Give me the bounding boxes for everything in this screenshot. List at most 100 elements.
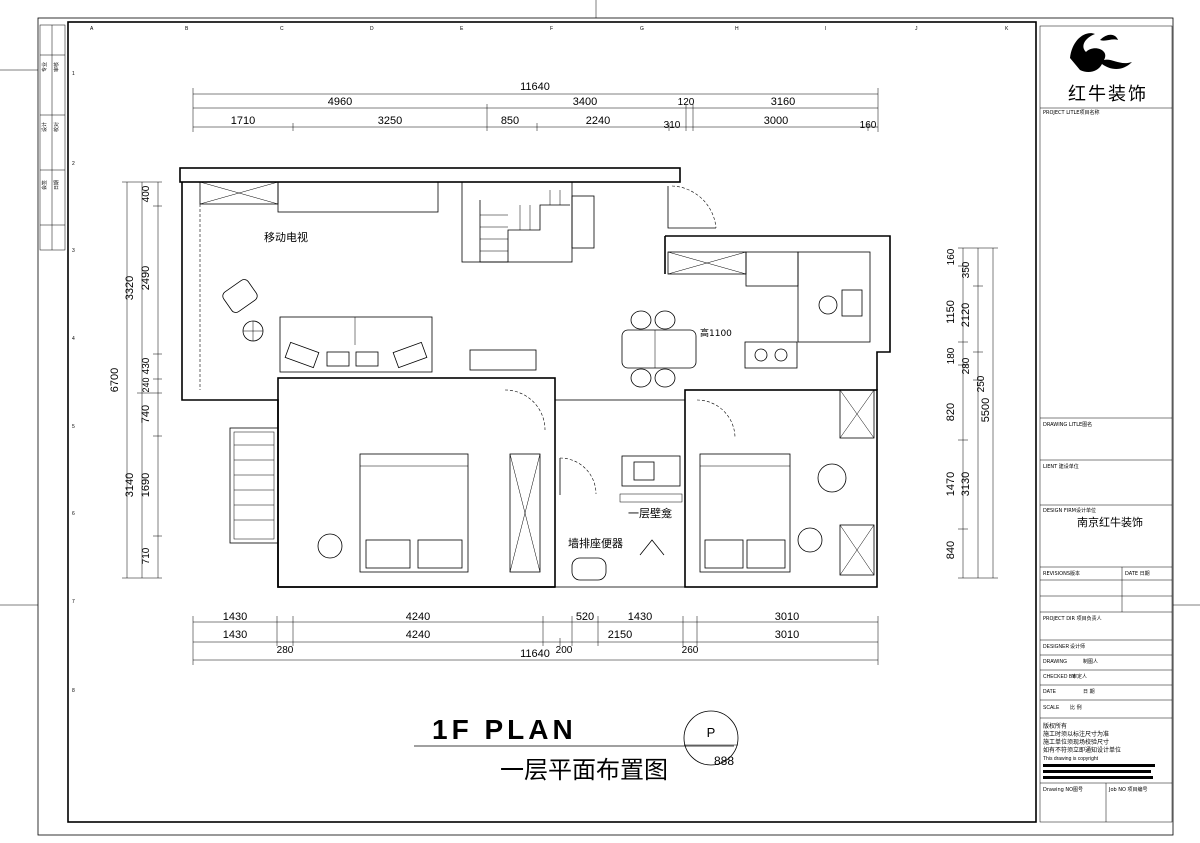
label-wall-niche: 一层壁龛	[628, 506, 672, 520]
right-dimensions: 160 1150 180 820 1470 840 350 2120 280 2…	[945, 247, 998, 579]
bed-1	[317, 389, 546, 573]
tb-date-header: DATE 日期	[1125, 571, 1150, 577]
top-dimensions: 11640 4960 3400 120 3160 1710 3250 850 2…	[192, 81, 879, 132]
dim-top-total: 11640	[520, 81, 550, 93]
grid-letter: J	[915, 26, 918, 32]
dim-label: 280	[277, 645, 294, 656]
stamp-label: 会签	[41, 180, 48, 190]
dim-label: 520	[576, 611, 594, 623]
company-name: 红牛装饰	[1068, 84, 1148, 105]
grid-letter: A	[90, 26, 94, 32]
bedroom-1	[277, 377, 556, 588]
drawing-frame	[67, 21, 1037, 823]
dim-label: 350	[961, 261, 972, 278]
grid-letter: C	[280, 26, 284, 32]
dim-label: 710	[141, 547, 152, 564]
dim-label: 2240	[586, 115, 610, 127]
tb-fineprint	[1043, 764, 1155, 767]
dim-label: 3320	[124, 276, 136, 300]
callout-number: 888	[714, 754, 734, 768]
callout-letter: P	[707, 725, 716, 740]
dim-label: 240	[141, 377, 151, 392]
grid-letter: F	[550, 26, 553, 32]
stamp-label: 日期	[54, 180, 60, 190]
dining-table	[621, 310, 697, 388]
tb-fineprint	[1043, 776, 1153, 779]
tb-scale: SCALE	[1043, 705, 1060, 711]
tb-copyright: 施工时须以标注尺寸为准	[1043, 730, 1109, 738]
dim-label: 840	[945, 541, 957, 559]
grid-number: 2	[72, 161, 75, 167]
grid-number: 1	[72, 71, 75, 77]
dim-bottom-total: 11640	[520, 648, 550, 660]
grid-number: 6	[72, 511, 75, 517]
stamp-label: 校对	[53, 122, 60, 132]
dim-label: 280	[961, 357, 972, 374]
dim-label: 740	[140, 405, 152, 423]
tb-designer: DESIGNER	[1043, 644, 1070, 650]
title-en: 1F PLAN	[432, 714, 577, 745]
plan-title: 1F PLAN 一层平面布置图 P 888	[414, 710, 739, 784]
tb-designer-cn: 设计师	[1070, 643, 1085, 650]
label-toilet: 墙排座便器	[568, 536, 623, 550]
dim-label: 120	[678, 97, 695, 108]
stamp-label: 专业	[41, 62, 48, 72]
dim-label: 3000	[764, 115, 788, 127]
tb-date: DATE	[1043, 689, 1057, 695]
dim-right-total: 5500	[980, 398, 992, 422]
entry-door-swing	[671, 185, 717, 229]
tb-drawing-title: DRAWING LITLE图名	[1043, 421, 1092, 428]
bottom-dimensions: 1430 4240 520 1430 3010 1430 4240 2150 3…	[192, 611, 879, 665]
dim-left-total: 6700	[109, 368, 121, 392]
stamp-label: 设计	[41, 122, 48, 132]
tb-project-title: PROJECT LITLE项目名称	[1043, 109, 1099, 116]
kitchen-counter	[667, 251, 871, 369]
dim-label: 1470	[945, 472, 957, 496]
grid-letter: H	[735, 26, 739, 32]
dim-label: 4240	[406, 611, 430, 623]
tb-copyright: 施工单位须现场校验尺寸	[1043, 738, 1109, 746]
dim-label: 3130	[960, 472, 972, 496]
staircase	[461, 181, 595, 263]
tb-fineprint	[1043, 770, 1151, 773]
label-height: 高1100	[700, 327, 732, 339]
grid-letter: K	[1005, 26, 1009, 32]
dim-label: 1710	[231, 115, 255, 127]
tb-date-cn: 日 期	[1083, 689, 1095, 695]
outer-frame	[37, 17, 1174, 836]
sofa	[279, 316, 433, 373]
balcony	[229, 427, 279, 544]
grid-number: 8	[72, 688, 75, 694]
dim-label: 180	[946, 347, 957, 364]
dim-label: 3400	[573, 96, 597, 108]
bedroom-2	[684, 389, 878, 588]
dim-label: 2120	[960, 303, 972, 327]
tb-client: LIENT 建设单位	[1043, 463, 1079, 470]
dim-label: 4240	[406, 629, 430, 641]
left-dimensions: 6700 3320 3140 400 2490 430 240 740 1690…	[109, 181, 162, 579]
side-stamp: 专业 审核 设计 校对 会签 日期	[39, 24, 66, 251]
dim-label: 310	[664, 120, 681, 131]
dim-label: 160	[860, 120, 877, 131]
dim-label: 2490	[140, 266, 152, 290]
tb-copyright: 版权所有	[1043, 722, 1067, 730]
dim-label: 1430	[223, 611, 247, 623]
tb-checked-cn: 审定人	[1072, 673, 1087, 680]
grid-letter: E	[460, 26, 464, 32]
dim-label: 3160	[771, 96, 795, 108]
bathroom	[554, 399, 686, 588]
dim-label: 1430	[223, 629, 247, 641]
dim-label: 250	[976, 375, 987, 392]
dim-label: 2150	[608, 629, 632, 641]
grid-number: 5	[72, 424, 75, 430]
dim-label: 1690	[140, 473, 152, 497]
grid-letter: D	[370, 26, 374, 32]
tb-drawing: DRAWING	[1043, 659, 1067, 665]
grid-number: 7	[72, 599, 75, 605]
dim-label: 3250	[378, 115, 402, 127]
tb-scale-cn: 比 例	[1070, 704, 1082, 711]
dim-label: 3010	[775, 611, 799, 623]
grid-number: 4	[72, 336, 75, 342]
lounge-chair	[222, 279, 258, 313]
callout-circle	[683, 710, 739, 766]
